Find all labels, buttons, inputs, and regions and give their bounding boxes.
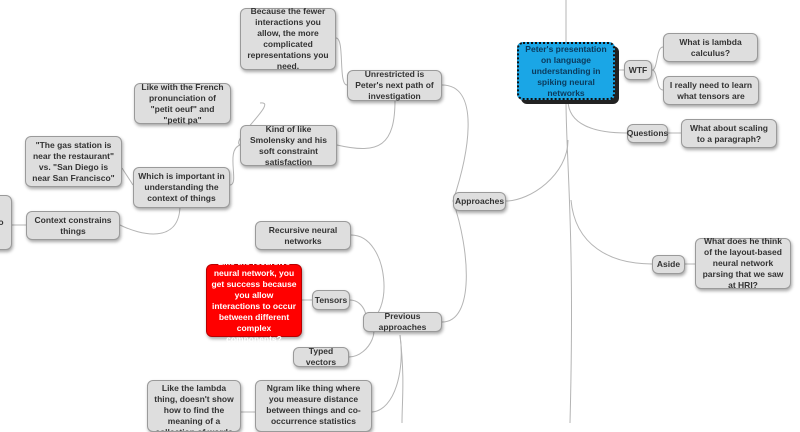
fewer-interactions-node[interactable]: Because the fewer interactions you allow…	[240, 6, 336, 71]
questions-node[interactable]: Questions	[627, 124, 668, 143]
scaling-question-node[interactable]: What about scaling to a paragraph?	[681, 119, 777, 148]
node-label: Which is important in understanding the …	[138, 171, 225, 203]
node-label: I really need to learn what tensors are	[669, 79, 753, 101]
node-label: Peter's presentation on language underst…	[525, 43, 607, 98]
connector-lines	[12, 0, 695, 423]
link-important-gas	[121, 167, 134, 186]
french-pronunciation-node[interactable]: Like with the French pronunciation of "p…	[134, 81, 231, 125]
node-label: Ngram like thing where you measure dista…	[266, 383, 361, 426]
link-smolensky-important	[229, 144, 241, 186]
link-spine-aside	[570, 199, 653, 265]
node-label: Approaches	[454, 196, 505, 206]
lambda-thing-node[interactable]: Like the lambda thing, doesn't show how …	[147, 380, 241, 432]
link-previous-recursive	[350, 234, 385, 323]
link-wtf-lambda	[651, 46, 664, 71]
link-wtf-tensors	[651, 69, 664, 91]
node-label: Tensors	[314, 294, 348, 305]
offscreen-node-fragment[interactable]: o	[0, 195, 12, 250]
typed-vectors-node[interactable]: Typed vectors	[293, 346, 349, 367]
node-label: What about scaling to a paragraph?	[690, 122, 768, 144]
learn-tensors-node[interactable]: I really need to learn what tensors are	[663, 76, 759, 105]
ngram-node[interactable]: Ngram like thing where you measure dista…	[255, 380, 372, 432]
smolensky-node[interactable]: Kind of like Smolensky and his soft cons…	[240, 123, 337, 167]
link-approaches-previous	[441, 200, 467, 323]
unrestricted-node[interactable]: Unrestricted is Peter's next path of inv…	[347, 69, 442, 101]
link-important-context	[119, 204, 181, 235]
node-label: "The gas station is near the restaurant"…	[32, 139, 115, 183]
node-label: Aside	[656, 259, 681, 269]
context-constrains-node[interactable]: Context constrains things	[26, 211, 120, 240]
node-label: Questions	[626, 128, 669, 138]
tensors-node[interactable]: Tensors	[312, 290, 350, 310]
node-label: Like the recursive neural network, you g…	[211, 256, 297, 344]
link-unrestricted-smolensky	[336, 99, 396, 149]
node-label: Kind of like Smolensky and his soft cons…	[250, 123, 327, 167]
node-label: Unrestricted is Peter's next path of inv…	[355, 69, 434, 101]
node-label: Like with the French pronunciation of "p…	[141, 81, 224, 125]
node-label: What is lambda calculus?	[679, 36, 742, 58]
lambda-calculus-node[interactable]: What is lambda calculus?	[663, 33, 758, 62]
gas-station-example-node[interactable]: "The gas station is near the restaurant"…	[25, 136, 122, 187]
link-approaches-unrestricted	[441, 84, 469, 202]
node-label: Because the fewer interactions you allow…	[247, 6, 329, 71]
node-label: Typed vectors	[305, 346, 337, 367]
important-context-node[interactable]: Which is important in understanding the …	[133, 167, 230, 208]
wtf-node[interactable]: WTF	[624, 60, 652, 80]
link-spine-approaches	[505, 139, 569, 202]
recursive-success-node[interactable]: Like the recursive neural network, you g…	[206, 257, 302, 344]
link-previous-down	[399, 334, 404, 423]
node-label: WTF	[628, 64, 648, 75]
link-previous-ngram	[371, 334, 402, 413]
node-label: Like the lambda thing, doesn't show how …	[154, 383, 234, 432]
node-label: Recursive neural networks	[268, 224, 338, 246]
node-label: Previous approaches	[378, 311, 427, 332]
layout-parsing-node[interactable]: What does he think of the layout-based n…	[695, 236, 791, 290]
central-topic-node[interactable]: Peter's presentation on language underst…	[517, 42, 615, 100]
previous-approaches-node[interactable]: Previous approaches	[363, 311, 442, 332]
aside-node[interactable]: Aside	[652, 255, 685, 274]
link-spine-questions	[567, 99, 628, 134]
recursive-networks-node[interactable]: Recursive neural networks	[255, 221, 351, 250]
link-central-down	[565, 99, 573, 423]
link-unrestricted-fewer	[335, 37, 348, 86]
node-label: What does he think of the layout-based n…	[702, 236, 784, 290]
node-label: o	[0, 217, 4, 227]
approaches-node[interactable]: Approaches	[453, 192, 506, 211]
node-label: Context constrains things	[34, 214, 112, 236]
